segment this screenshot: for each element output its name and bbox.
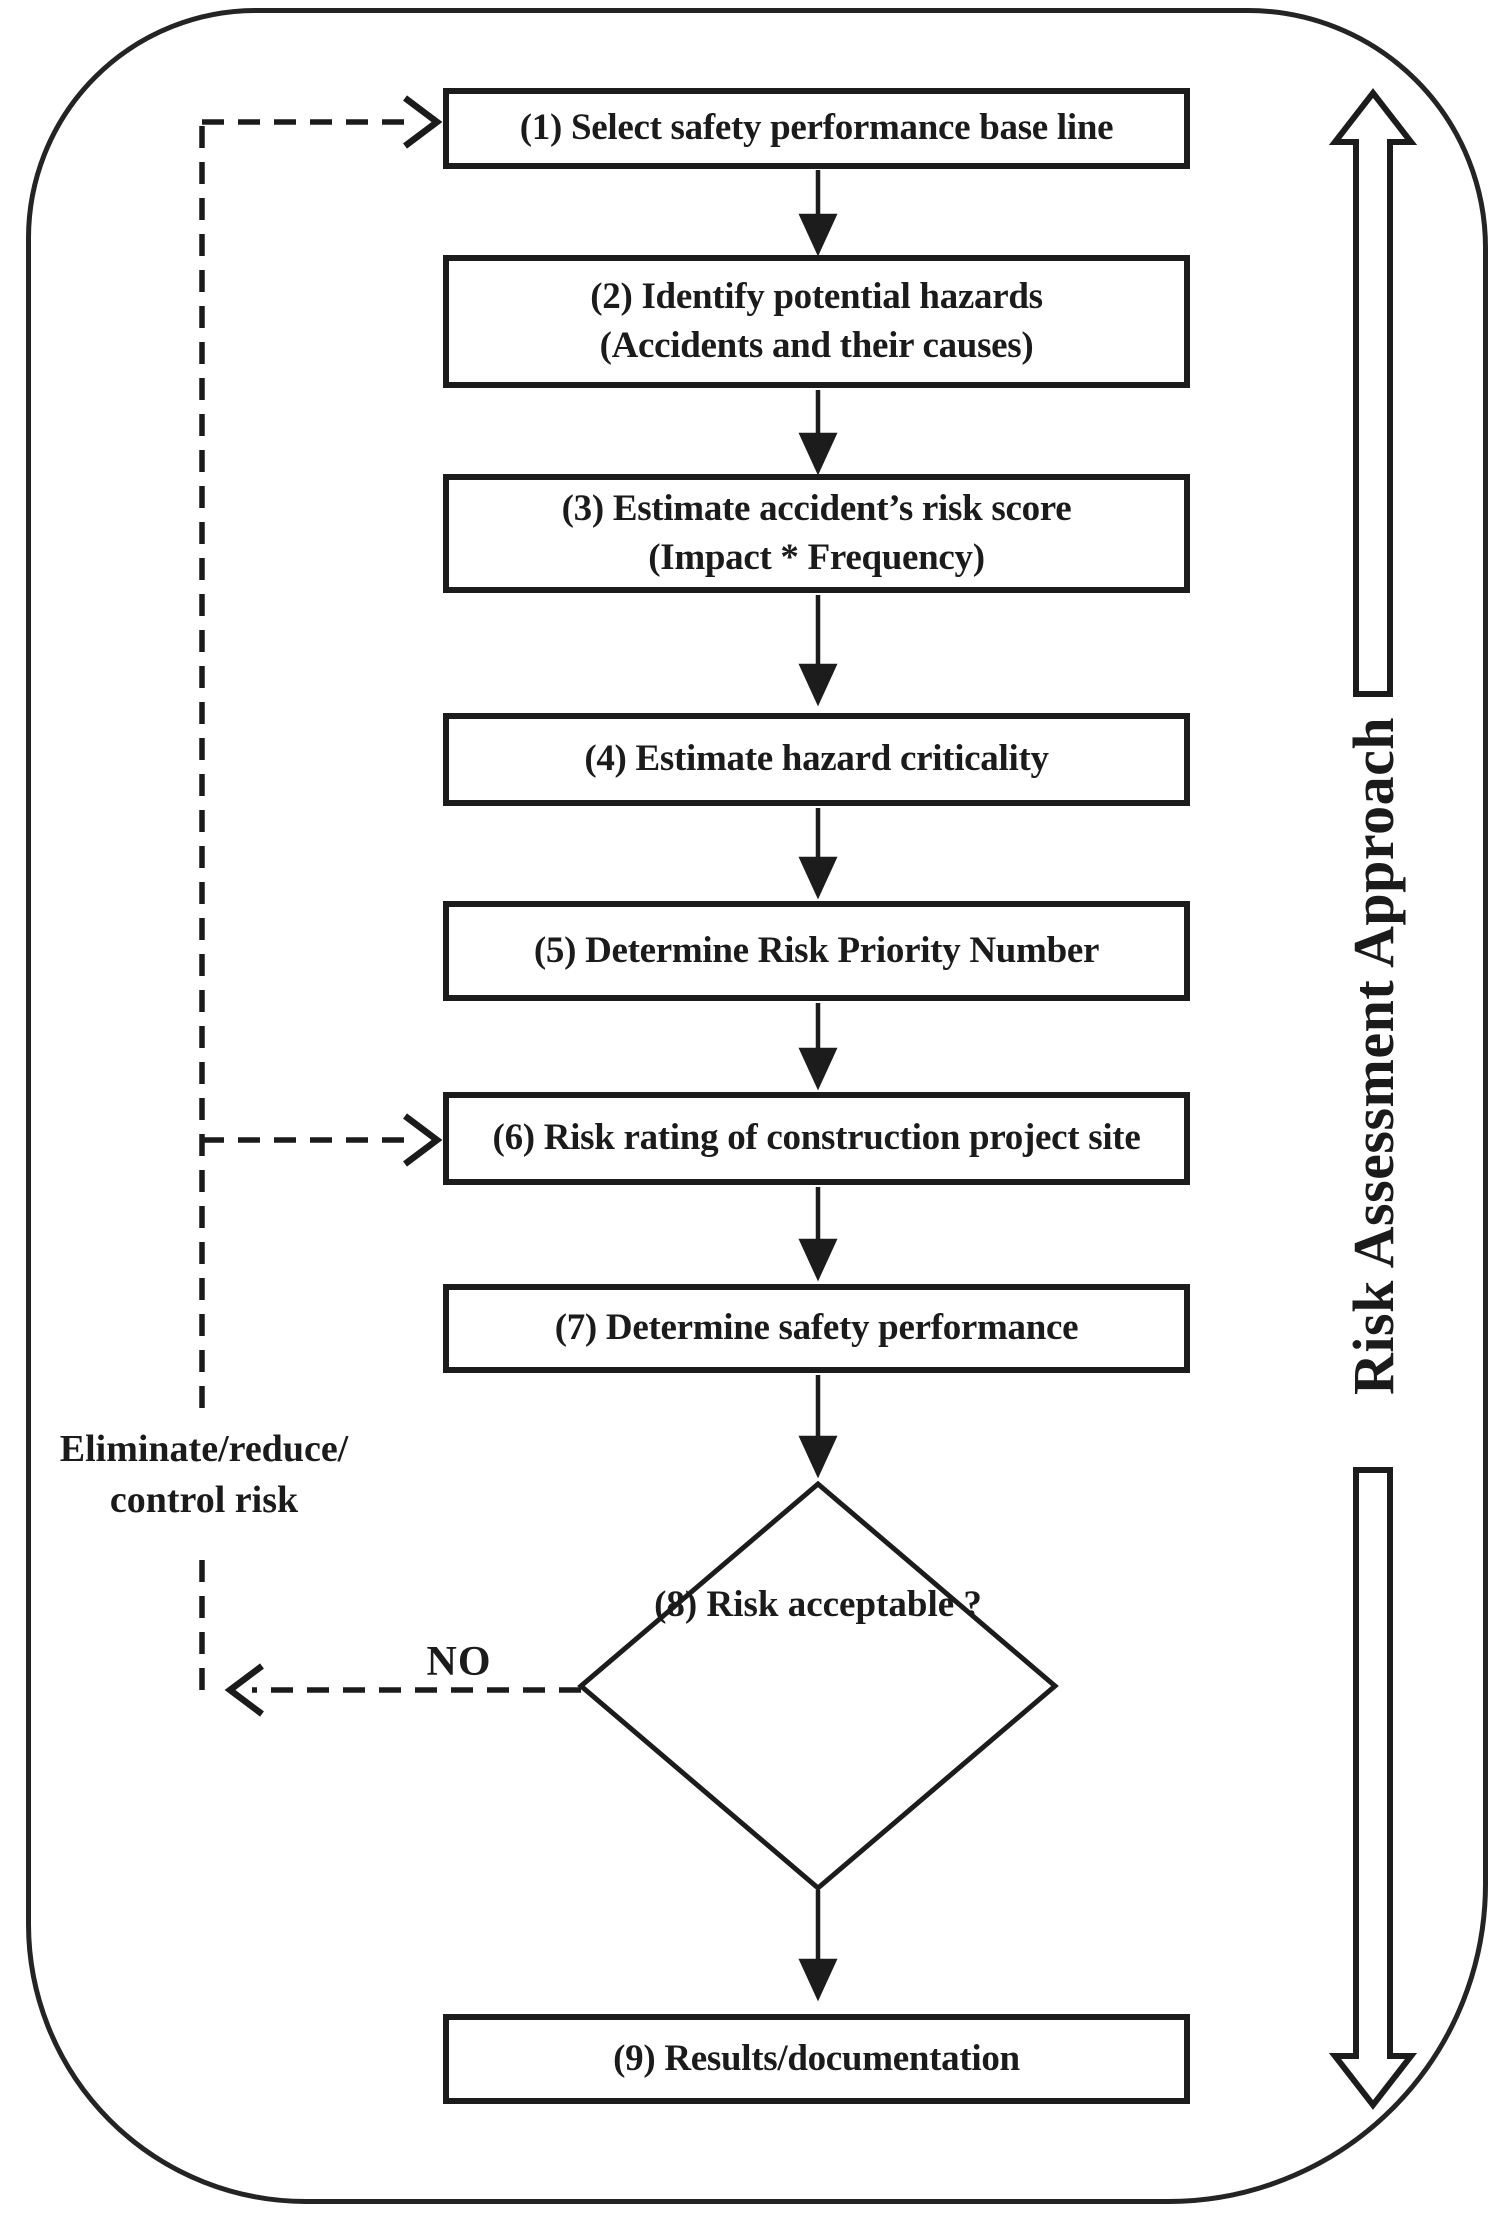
flow-arrow-4-5 [798, 808, 838, 900]
side-title-risk-assessment-approach: Risk Assessment Approach [1341, 716, 1406, 1395]
decision-diamond [577, 1480, 1059, 1892]
risk-approach-up-arrow [1328, 88, 1418, 697]
flow-arrow-7-8 [798, 1375, 838, 1479]
dashed-arrowhead-no-left [224, 1663, 264, 1717]
feedback-label: Eliminate/reduce/ control risk [28, 1424, 380, 1527]
step-9-box: (9) Results/documentation [443, 2014, 1190, 2104]
decision-8-line3: ? [963, 1584, 982, 1625]
decision-8-line1: (8) Risk [654, 1584, 779, 1625]
flow-arrow-5-6 [798, 1003, 838, 1091]
flow-arrow-3-4 [798, 595, 838, 707]
decision-8-line2: acceptable [787, 1584, 955, 1625]
step-9-label: (9) Results/documentation [613, 2037, 1020, 2079]
step-6-box: (6) Risk rating of construction project … [443, 1092, 1190, 1185]
step-4-label: (4) Estimate hazard criticality [584, 738, 1049, 780]
risk-approach-down-arrow [1328, 1467, 1418, 2110]
step-6-label: (6) Risk rating of construction project … [492, 1117, 1141, 1159]
feedback-label-line2: control risk [109, 1479, 299, 1522]
step-4-box: (4) Estimate hazard criticality [443, 713, 1190, 806]
decision-8-label: (8) Risk acceptable ? [618, 1578, 1018, 1633]
step-2-box: (2) Identify potential hazards (Accident… [443, 255, 1190, 388]
step-1-label: (1) Select safety performance base line [519, 107, 1114, 149]
feedback-label-line1: Eliminate/reduce/ [59, 1428, 349, 1470]
flow-arrow-6-7 [798, 1187, 838, 1282]
step-5-label: (5) Determine Risk Priority Number [533, 929, 1100, 971]
no-branch-label: NO [426, 1639, 492, 1685]
step-3-label-line2: (Impact * Frequency) [648, 536, 985, 578]
step-3-label-line1: (3) Estimate accident’s risk score [561, 487, 1072, 529]
step-2-label-line2: (Accidents and their causes) [599, 324, 1034, 366]
dashed-arrowhead-into-step6 [403, 1113, 443, 1167]
step-7-box: (7) Determine safety performance [443, 1284, 1190, 1373]
flow-arrow-2-3 [798, 390, 838, 476]
step-1-box: (1) Select safety performance base line [443, 88, 1190, 169]
flow-arrow-1-2 [798, 170, 838, 257]
outer-rounded-border [26, 8, 1488, 2204]
dashed-arrowhead-into-step1 [403, 95, 443, 149]
step-5-box: (5) Determine Risk Priority Number [443, 901, 1190, 1001]
step-3-box: (3) Estimate accident’s risk score (Impa… [443, 474, 1190, 593]
step-7-label: (7) Determine safety performance [554, 1307, 1079, 1349]
flow-arrow-8-9 [798, 1890, 838, 2002]
step-2-label-line1: (2) Identify potential hazards [590, 275, 1043, 317]
